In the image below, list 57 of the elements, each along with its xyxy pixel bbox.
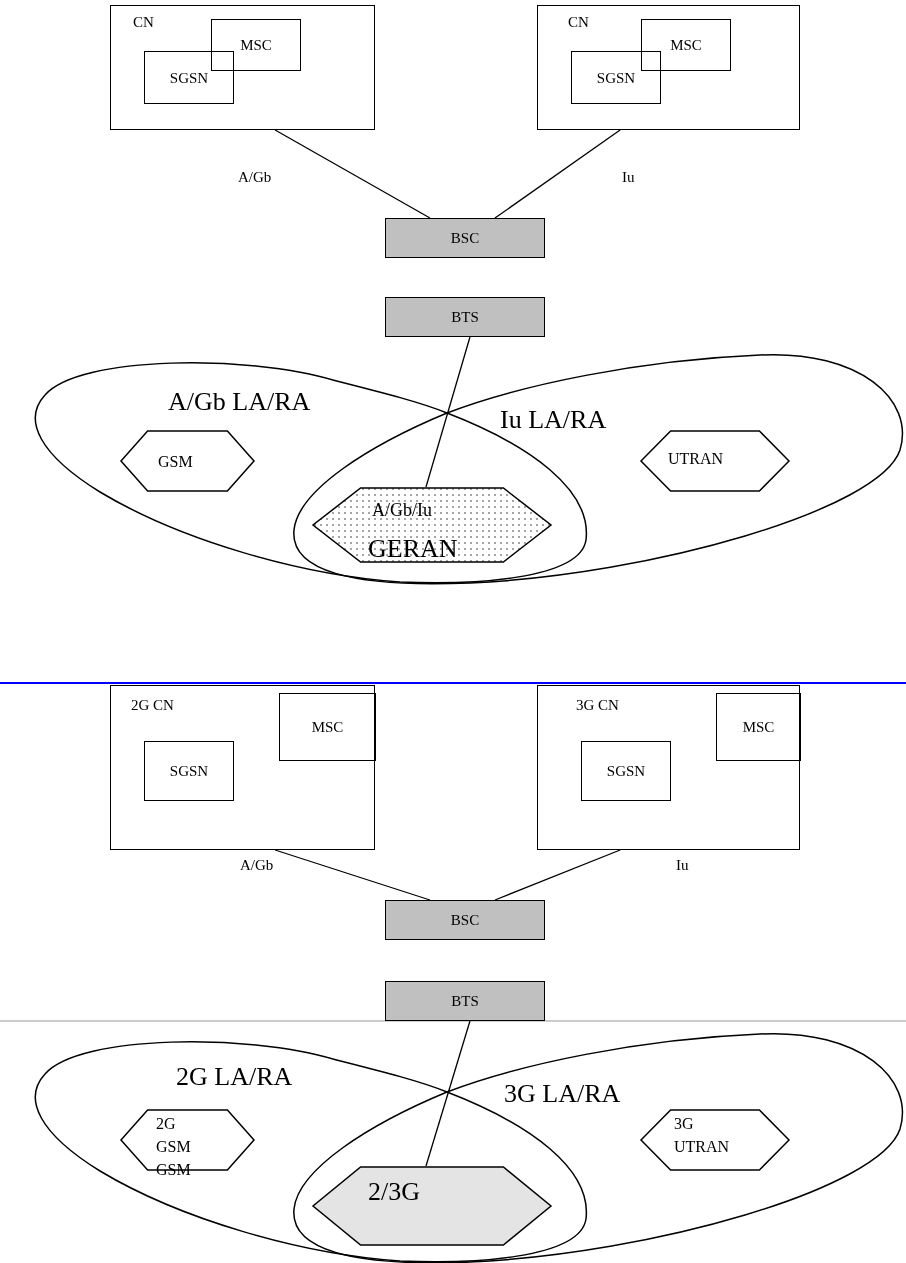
node-box [581,741,671,801]
node-box [716,693,801,761]
node-box [571,51,661,104]
area-label: 2G LA/RA [176,1061,293,1093]
cell-label: GSM [158,452,193,472]
node-box [385,900,545,940]
connector-line [274,849,431,901]
box-label: 3G CN [576,696,619,714]
box-label: SGSN [169,68,209,87]
edge-label: A/Gb [238,168,272,186]
box-label: MSC [240,36,272,54]
connector-line [274,129,431,219]
box-label: SGSN [596,68,636,87]
box-label: BSC [450,229,480,247]
node-box [211,19,301,71]
box-label: 2G CN [131,696,174,714]
area-label: A/Gb LA/RA [168,386,311,418]
cell-label: A/Gb/Iu [372,500,432,522]
box-label: CN [133,13,154,31]
area-label: 3G LA/RA [504,1078,621,1110]
network-box [537,685,800,850]
cell-hexagon [120,430,255,492]
cell-hexagon [640,1109,790,1171]
connector-line [494,849,621,901]
network-box [110,685,375,850]
cell-label: GERAN [368,533,458,565]
node-box [385,297,545,337]
area-label: Iu LA/RA [500,404,607,436]
cell-hexagon [312,487,552,563]
node-box [144,51,234,104]
network-box [110,5,375,130]
box-label: BSC [450,911,480,929]
box-label: SGSN [606,762,646,780]
node-box [641,19,731,71]
cell-label: 3G UTRAN [674,1114,731,1158]
box-label: MSC [742,718,775,736]
cell-label: 2/3G [368,1176,420,1208]
box-label: BTS [451,992,479,1010]
network-box [537,5,800,130]
box-label: BTS [451,308,479,326]
edge-label: A/Gb [240,856,274,874]
node-box [144,741,234,801]
connector-line [494,129,621,219]
box-label: SGSN [169,762,209,780]
edge-label: Iu [622,168,635,186]
node-box [279,693,376,761]
connector-line [425,1020,471,1167]
box-label: MSC [670,36,702,54]
node-box [385,981,545,1021]
connector-line [425,336,471,488]
cell-hexagon [640,430,790,492]
box-label: CN [568,13,589,31]
edge-label: Iu [676,856,689,874]
node-box [385,218,545,258]
box-label: MSC [311,718,344,736]
cell-hexagon [312,1166,552,1246]
cell-label: UTRAN [668,449,724,469]
